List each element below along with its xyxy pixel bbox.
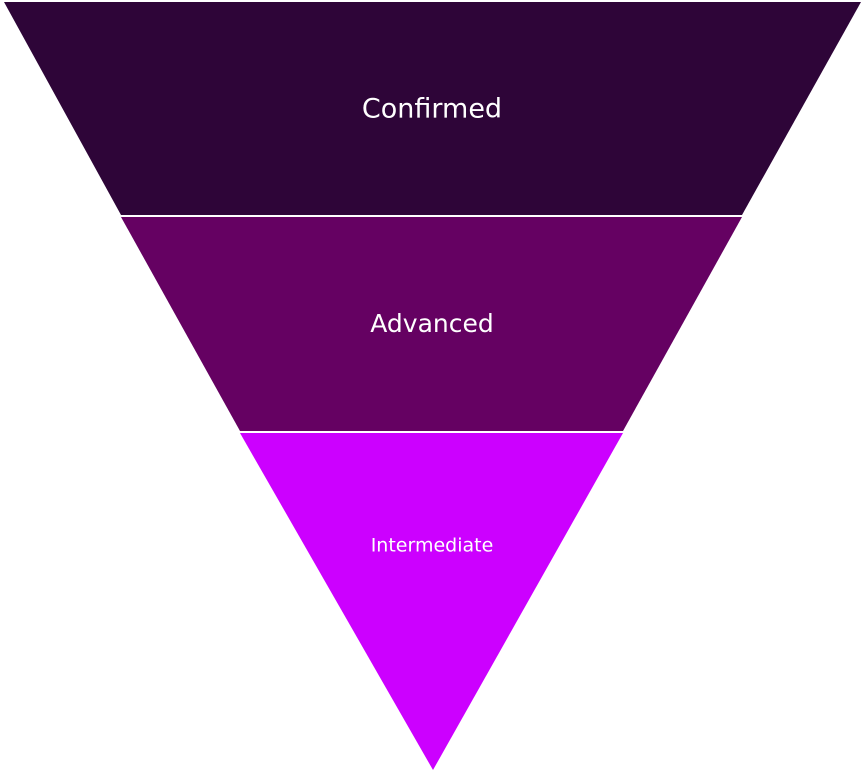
funnel-label-confirmed: Confirmed xyxy=(362,94,502,125)
funnel-label-intermediate: Intermediate xyxy=(371,535,494,557)
funnel-segment-intermediate xyxy=(240,433,623,770)
funnel-label-advanced: Advanced xyxy=(370,309,494,338)
funnel-segment-confirmed xyxy=(4,2,861,215)
funnel-segment-advanced xyxy=(121,217,742,431)
